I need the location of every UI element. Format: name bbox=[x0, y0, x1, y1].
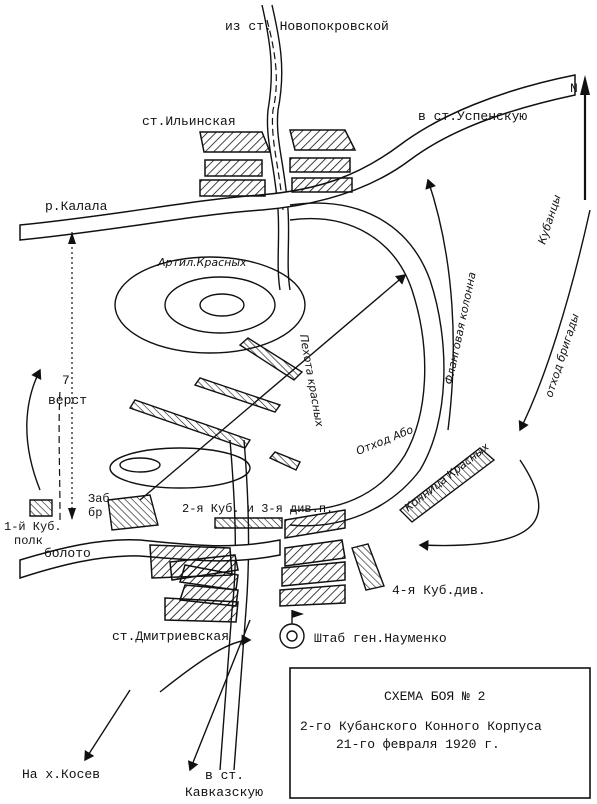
legend-line1: 2-го Кубанского Конного Корпуса bbox=[300, 719, 542, 734]
legend-box bbox=[289, 667, 591, 799]
versts-line bbox=[68, 232, 76, 520]
north-road bbox=[261, 4, 291, 291]
movement-arrows bbox=[26, 178, 591, 772]
label-zab-2: бр bbox=[88, 506, 102, 520]
label-brigade-retreat: отход бригады bbox=[542, 312, 581, 399]
label-versts-num: 7 bbox=[62, 373, 70, 388]
label-kavkazskaya-2: Кавказскую bbox=[185, 785, 263, 800]
label-north-road: из ст. Новопокровской bbox=[225, 19, 389, 34]
north-arrow bbox=[580, 75, 590, 200]
label-reds-infantry: Пехота красных bbox=[297, 333, 326, 428]
legend-title: СХЕМА БОЯ № 2 bbox=[384, 689, 485, 704]
label-swamp: болото bbox=[44, 546, 91, 561]
label-dmitrievskaya: ст.Дмитриевская bbox=[112, 629, 229, 644]
label-flank-column: Фланговая колонна bbox=[442, 271, 479, 386]
label-versts-word: верст bbox=[48, 393, 87, 408]
label-reds-cavalry: Конница Красных bbox=[402, 440, 492, 514]
east-loop-road bbox=[289, 202, 445, 527]
label-kh-kosev: На х.Косев bbox=[22, 767, 100, 782]
label-kavkazskaya-1: в ст. bbox=[205, 768, 244, 783]
label-first-kub-1: 1-й Куб. bbox=[4, 520, 62, 534]
ilinskaya-blocks bbox=[199, 129, 357, 197]
label-north: N bbox=[570, 81, 578, 96]
hill-contours bbox=[109, 256, 306, 489]
label-fourth-kub: 4-я Куб.див. bbox=[392, 583, 486, 598]
label-kub-divs: 2-я Куб. и 3-я див.п. bbox=[182, 502, 333, 516]
unit-bars bbox=[29, 337, 496, 591]
label-river: р.Калала bbox=[45, 199, 108, 214]
label-artillery-reds: Артил.Красных bbox=[157, 256, 247, 269]
label-kuban: Кубанцы bbox=[535, 193, 563, 246]
legend-line2: 21-го февраля 1920 г. bbox=[336, 737, 500, 752]
label-first-kub-2: полк bbox=[14, 534, 43, 548]
hq-symbol bbox=[279, 610, 305, 649]
label-uspenskaya: в ст.Успенскую bbox=[418, 109, 527, 124]
label-hq: Штаб ген.Науменко bbox=[314, 631, 447, 646]
label-ilinskaya: ст.Ильинская bbox=[142, 114, 236, 129]
label-zab-1: Заб bbox=[88, 492, 110, 506]
dmitrievskaya-blocks bbox=[149, 509, 346, 623]
